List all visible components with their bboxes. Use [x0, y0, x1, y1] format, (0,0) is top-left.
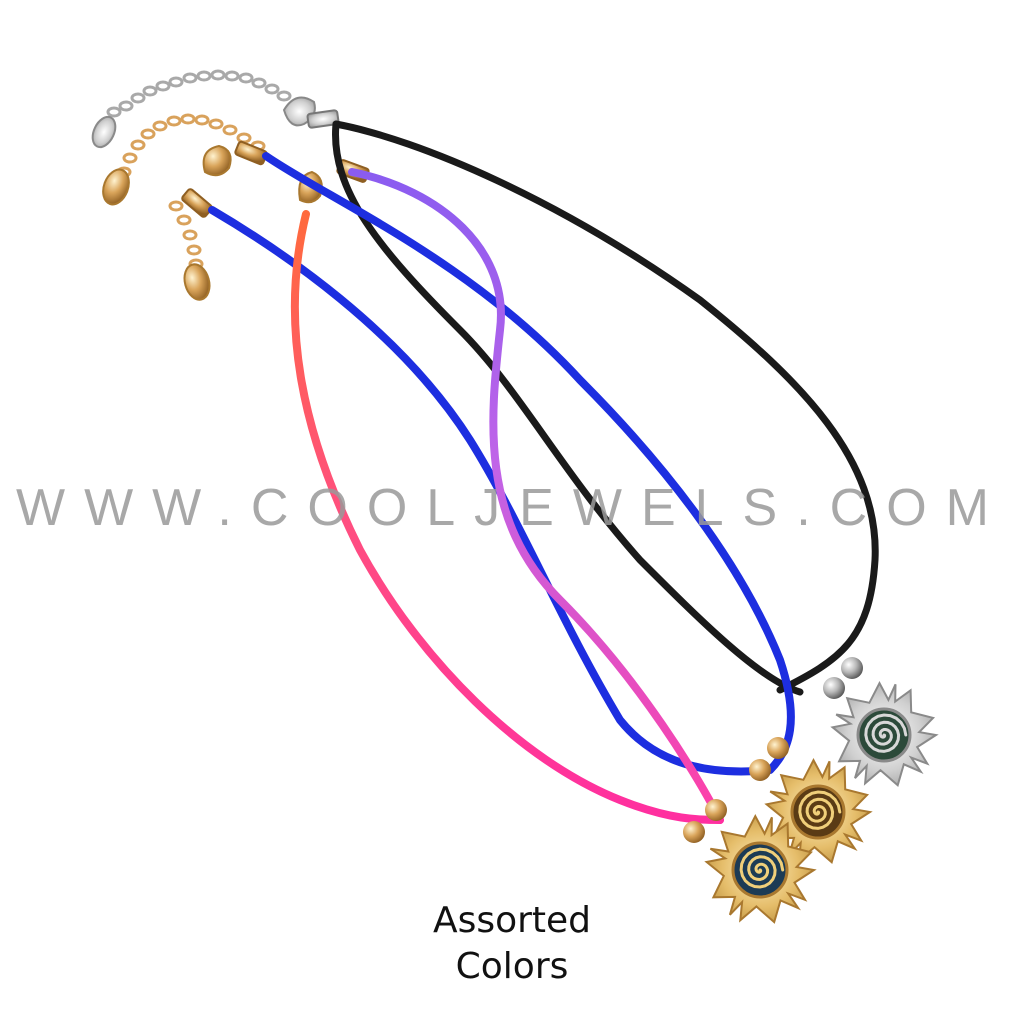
orange-pink-cord [290, 210, 724, 824]
caption: Assorted Colors [392, 898, 632, 990]
sun-spiral [739, 847, 785, 889]
blue-cord [208, 152, 795, 776]
gold-crimp-end-2 [181, 188, 213, 218]
gold-sun-pendant-blue [704, 814, 817, 924]
silver-extender-chain [106, 69, 292, 118]
sun-spiral [798, 790, 842, 830]
silver-crimp-end [306, 109, 340, 129]
gold-lobster-clasp [202, 144, 232, 177]
caption-line-2: Colors [455, 946, 569, 987]
gold-charm-tag-2 [183, 263, 211, 301]
sun-spiral [864, 713, 908, 753]
gold-bead-2 [749, 759, 771, 781]
gold-sun-pendant-amber [764, 758, 873, 864]
gold-extender-chain [116, 113, 266, 270]
gold-bead-3 [705, 799, 727, 821]
watermark-text: WWW.COOLJEWELS.COM [16, 479, 1008, 537]
silver-sun-pendant [830, 681, 939, 787]
silver-bead-1 [841, 657, 863, 679]
caption-line-1: Assorted [432, 900, 592, 941]
silver-charm-tag [91, 115, 117, 149]
purple-pink-cord [348, 168, 724, 824]
gold-bead-4 [683, 821, 705, 843]
black-cord [332, 120, 879, 696]
silver-bead-2 [823, 677, 845, 699]
gold-charm-tag [102, 168, 130, 206]
gold-bead-1 [767, 737, 789, 759]
